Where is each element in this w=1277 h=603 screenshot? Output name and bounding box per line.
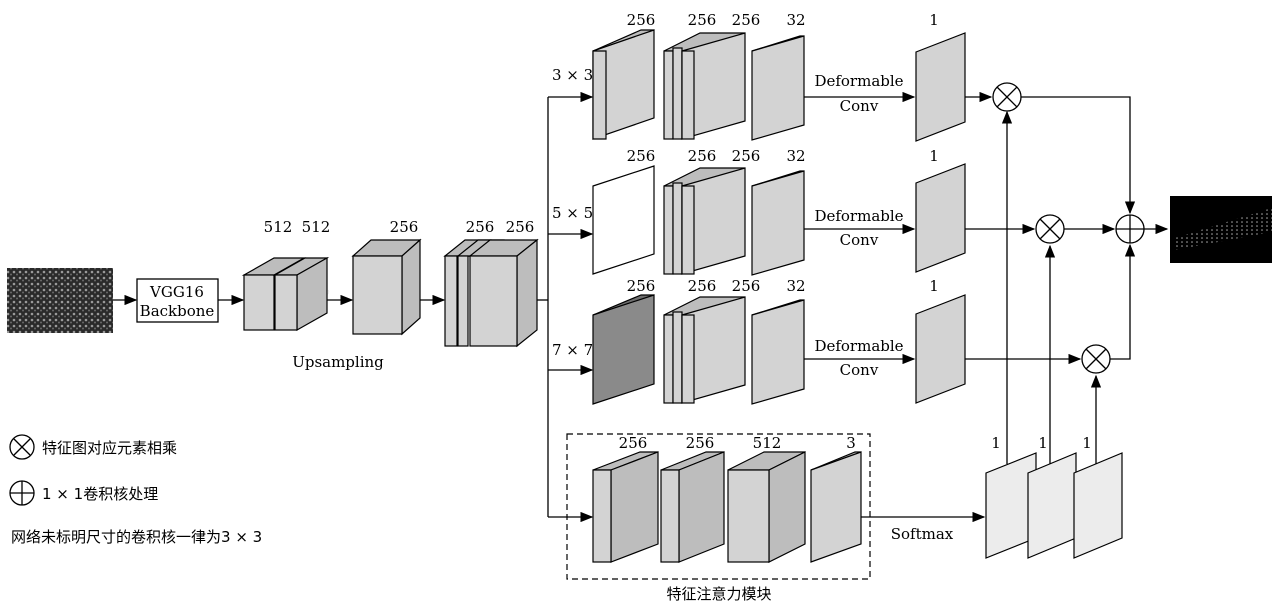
b2-label-32: 32 (786, 147, 805, 165)
att-label-256-b: 256 (686, 434, 715, 452)
input-crowd-image (7, 268, 113, 333)
multiply-operator-2 (1036, 215, 1064, 243)
conv-block-256-upsampled: 256 (353, 218, 420, 334)
conv-block-512-pair: 512 512 (244, 218, 330, 330)
weight-label-1a: 1 (991, 434, 1001, 452)
b1-deform-line2: Conv (840, 97, 879, 115)
kernel-label-5x5: 5 × 5 (552, 204, 593, 222)
legend-plus-icon (10, 481, 34, 505)
multiply-operator-1 (993, 83, 1021, 111)
b3-deform-line1: Deformable (814, 337, 903, 355)
b1-label-32: 32 (786, 11, 805, 29)
upsampling-label: Upsampling (292, 353, 384, 371)
label-512-a: 512 (264, 218, 293, 236)
label-512-b: 512 (302, 218, 331, 236)
kernel-label-3x3: 3 × 3 (552, 66, 593, 84)
att-label-512: 512 (753, 434, 782, 452)
b1-label-1: 1 (929, 11, 939, 29)
b2-label-1: 1 (929, 147, 939, 165)
b3-label-256-c: 256 (732, 277, 761, 295)
legend-multiply-icon (10, 435, 34, 459)
legend-kernel-note: 网络未标明尺寸的卷积核一律为3 × 3 (11, 528, 262, 546)
vgg-label-line2: Backbone (140, 302, 215, 320)
conv-block-256-pair: 256 256 (445, 218, 537, 346)
weight-label-1c: 1 (1082, 434, 1092, 452)
attention-module-label: 特征注意力模块 (666, 585, 771, 603)
branch-3x3: 256 256 256 32 Deformable Conv 1 (593, 11, 965, 141)
b3-label-32: 32 (786, 277, 805, 295)
weight-label-1b: 1 (1038, 434, 1048, 452)
legend-conv1x1-text: 1 × 1卷积核处理 (42, 485, 158, 503)
softmax-label: Softmax (891, 525, 954, 543)
label-256-pair-a: 256 (466, 218, 495, 236)
branch-7x7: 256 256 256 32 Deformable Conv 1 (593, 277, 965, 404)
att-label-3: 3 (846, 434, 856, 452)
vgg-label-line1: VGG16 (149, 283, 204, 301)
vgg16-backbone-block: VGG16 Backbone (137, 279, 218, 322)
b1-label-256-b: 256 (688, 11, 717, 29)
b3-label-256-b: 256 (688, 277, 717, 295)
legend-multiply-text: 特征图对应元素相乘 (42, 439, 177, 457)
kernel-label-7x7: 7 × 7 (552, 341, 593, 359)
b2-deform-line1: Deformable (814, 207, 903, 225)
b3-deform-line2: Conv (840, 361, 879, 379)
b3-label-1: 1 (929, 277, 939, 295)
b1-label-256-c: 256 (732, 11, 761, 29)
b2-label-256-a: 256 (627, 147, 656, 165)
att-label-256-a: 256 (619, 434, 648, 452)
b3-label-256-a: 256 (627, 277, 656, 295)
b2-label-256-c: 256 (732, 147, 761, 165)
label-256-pair-b: 256 (506, 218, 535, 236)
feature-attention-module: 特征注意力模块 256 256 512 3 (567, 434, 870, 603)
b1-label-256-a: 256 (627, 11, 656, 29)
legend: 特征图对应元素相乘 1 × 1卷积核处理 网络未标明尺寸的卷积核一律为3 × 3 (10, 435, 262, 546)
label-256-up: 256 (390, 218, 419, 236)
sum-operator-1x1-conv (1116, 215, 1144, 243)
b1-deform-line1: Deformable (814, 72, 903, 90)
b2-label-256-b: 256 (688, 147, 717, 165)
branch-5x5: 256 256 256 32 Deformable Conv 1 (593, 147, 965, 275)
b2-deform-line2: Conv (840, 231, 879, 249)
multiply-operator-3 (1082, 345, 1110, 373)
